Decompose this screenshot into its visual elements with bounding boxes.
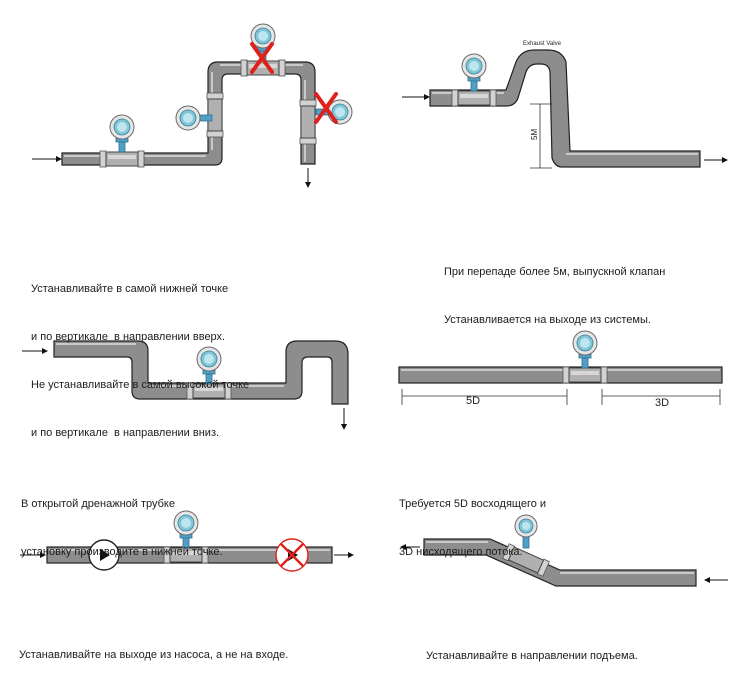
caption-line: При перепаде более 5м, выпускной клапан bbox=[444, 266, 666, 278]
height-label: 5M bbox=[530, 129, 539, 140]
panel5-diagram bbox=[20, 510, 354, 572]
pipe bbox=[53, 340, 349, 405]
pump-inlet-wrong-icon bbox=[275, 538, 309, 572]
caption-line: Устанавливайте в направлении подъема. bbox=[426, 650, 638, 662]
panel3-caption: В открытой дренажной трубке установку пр… bbox=[21, 464, 223, 576]
downstream-label: 3D bbox=[655, 397, 669, 409]
flowmeter-lowest bbox=[99, 114, 145, 168]
flowmeter-vertical-up-head bbox=[175, 105, 213, 131]
caption-line: установку производите в нижней точке. bbox=[21, 546, 223, 558]
flowmeter bbox=[451, 53, 497, 107]
flowmeter-installation-diagram: Exhaust Valve 5M bbox=[20, 23, 728, 587]
flowmeter-vertical-down-wrong bbox=[299, 99, 317, 145]
caption-line: и по вертикале в направлении вверх. bbox=[31, 331, 226, 343]
caption-line: и по вертикале в направлении вниз. bbox=[31, 427, 220, 439]
pump-icon bbox=[88, 539, 120, 571]
inlet-arrow bbox=[704, 577, 728, 583]
panel6-caption: Устанавливайте в направлении подъема. bbox=[426, 616, 638, 680]
pipe bbox=[429, 49, 701, 168]
caption-line: Устанавливайте в самой нижней точке bbox=[31, 283, 229, 295]
panel1-caption: Устанавливайте в самой нижней точке и по… bbox=[31, 249, 249, 457]
caption-line: Устанавливается на выходе из системы. bbox=[444, 314, 651, 326]
inlet-arrow bbox=[32, 156, 62, 162]
panel6-diagram bbox=[400, 514, 728, 587]
flowmeter-highest-wrong bbox=[240, 23, 286, 77]
height-dimension bbox=[530, 103, 552, 169]
caption-line: В открытой дренажной трубке bbox=[21, 498, 175, 510]
panel4-caption: Требуется 5D восходящего и 3D нисходящег… bbox=[399, 464, 546, 576]
inlet-arrow bbox=[20, 552, 46, 558]
flowmeter bbox=[502, 543, 550, 577]
pipe bbox=[61, 61, 316, 166]
flowmeter-head bbox=[514, 514, 538, 549]
outlet-arrow bbox=[341, 408, 347, 430]
panel2-caption: При перепаде более 5м, выпускной клапан … bbox=[444, 232, 665, 344]
downstream-dimension bbox=[601, 389, 721, 405]
panel4-diagram: 5D 3D bbox=[398, 330, 723, 409]
outlet-arrow bbox=[400, 544, 420, 550]
inlet-arrow bbox=[402, 94, 430, 100]
wrong-mark-vertical bbox=[314, 92, 338, 124]
caption-line: Устанавливайте на выходе из насоса, а не… bbox=[19, 649, 289, 661]
outlet-arrow bbox=[704, 157, 728, 163]
caption-line: 3D нисходящего потока. bbox=[399, 546, 523, 558]
wrong-mark-top bbox=[250, 42, 274, 74]
upstream-label: 5D bbox=[466, 395, 480, 407]
panel2-diagram: Exhaust Valve 5M bbox=[402, 41, 728, 169]
inlet-arrow bbox=[22, 348, 48, 354]
caption-line: Не устанавливайте в самой высокой точке bbox=[31, 379, 250, 391]
outlet-arrow bbox=[334, 552, 354, 558]
panel1-diagram bbox=[32, 23, 353, 188]
panel5-caption: Устанавливайте на выходе из насоса, а не… bbox=[19, 615, 288, 679]
panel3-diagram bbox=[22, 340, 349, 430]
outlet-arrow bbox=[305, 168, 311, 188]
exhaust-valve-label: Exhaust Valve bbox=[523, 41, 562, 47]
upstream-dimension bbox=[401, 389, 568, 405]
caption-line: Требуется 5D восходящего и bbox=[399, 498, 547, 510]
